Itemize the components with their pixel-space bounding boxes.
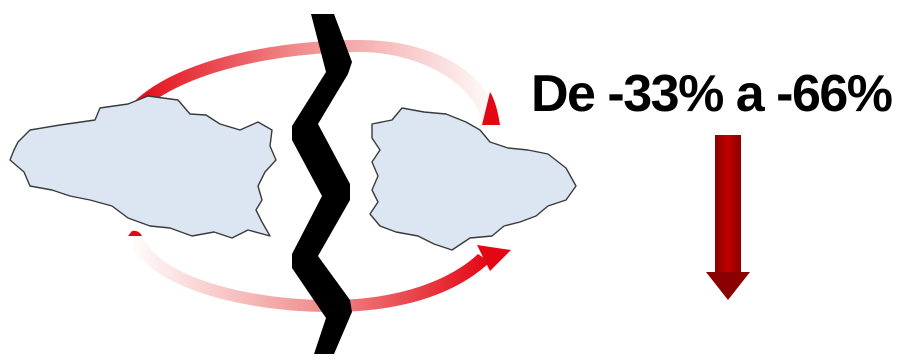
down-arrow-icon	[706, 135, 750, 300]
jagged-split-icon	[292, 14, 352, 354]
left-region-map	[9, 95, 277, 239]
right-region-map	[369, 107, 577, 251]
bottom-cycle-arrow	[128, 230, 511, 312]
reduction-headline: De -33% a -66%	[531, 65, 893, 123]
